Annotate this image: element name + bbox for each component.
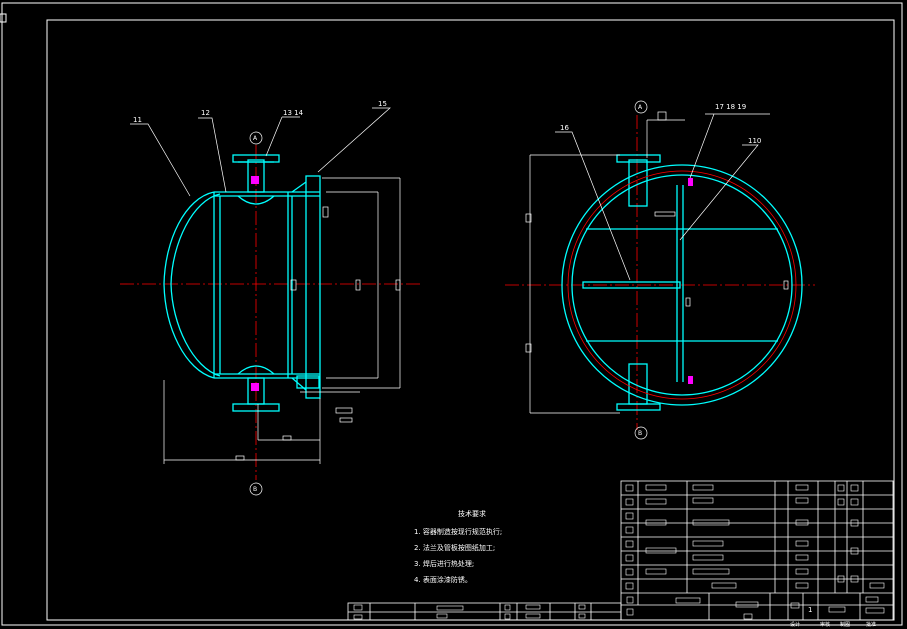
label-11: 11 [133,116,142,124]
requirement-item: 1. 容器制造按现行规范执行; [414,528,503,536]
technical-requirements: 技术要求 1. 容器制造按现行规范执行; 2. 法兰及管板按图纸加工; 3. 焊… [414,510,502,588]
left-view-leaders [130,107,391,496]
label-110: 110 [748,137,761,145]
right-view-red-ring [567,170,797,400]
label-17-18-19: 17 18 19 [715,103,746,111]
technical-requirements-title: 技术要求 [458,510,486,518]
title-block-text: 1 设计 审核 制图 批准 [790,606,876,628]
right-view-accents [688,178,693,384]
right-view-vessel [561,154,803,411]
right-view-part-labels: 16 17 18 19 110 A B [560,103,761,437]
left-view-accents [251,176,259,391]
parts-list-cell-marks [353,484,885,620]
quantity-value: 1 [808,606,812,614]
left-view-centerlines [120,145,420,480]
parts-list-table [347,480,894,621]
right-view-centerlines [505,115,815,430]
footer-label-4: 批准 [866,621,876,628]
requirement-item: 2. 法兰及管板按图纸加工; [414,544,496,552]
nozzle-a-left: A [253,135,258,142]
label-12: 12 [201,109,210,117]
requirement-item: 3. 焊后进行热处理; [414,560,475,568]
right-view-dimensions [525,100,789,440]
nozzle-b-right: B [638,430,642,437]
left-view-part-labels: 11 12 13 14 15 A B [133,100,387,493]
label-15: 15 [378,100,387,108]
left-view-dimensions [163,177,401,464]
label-16: 16 [560,124,569,132]
left-view-vessel [163,154,321,412]
nozzle-b-left: B [253,486,257,493]
footer-label-2: 审核 [820,621,830,628]
nozzle-a-right: A [638,104,643,111]
right-view-leaders [555,113,770,281]
footer-label-1: 设计 [790,621,800,628]
footer-label-3: 制图 [840,621,850,628]
label-13-14: 13 14 [283,109,304,117]
requirement-item: 4. 表面涂漆防锈。 [414,576,472,584]
